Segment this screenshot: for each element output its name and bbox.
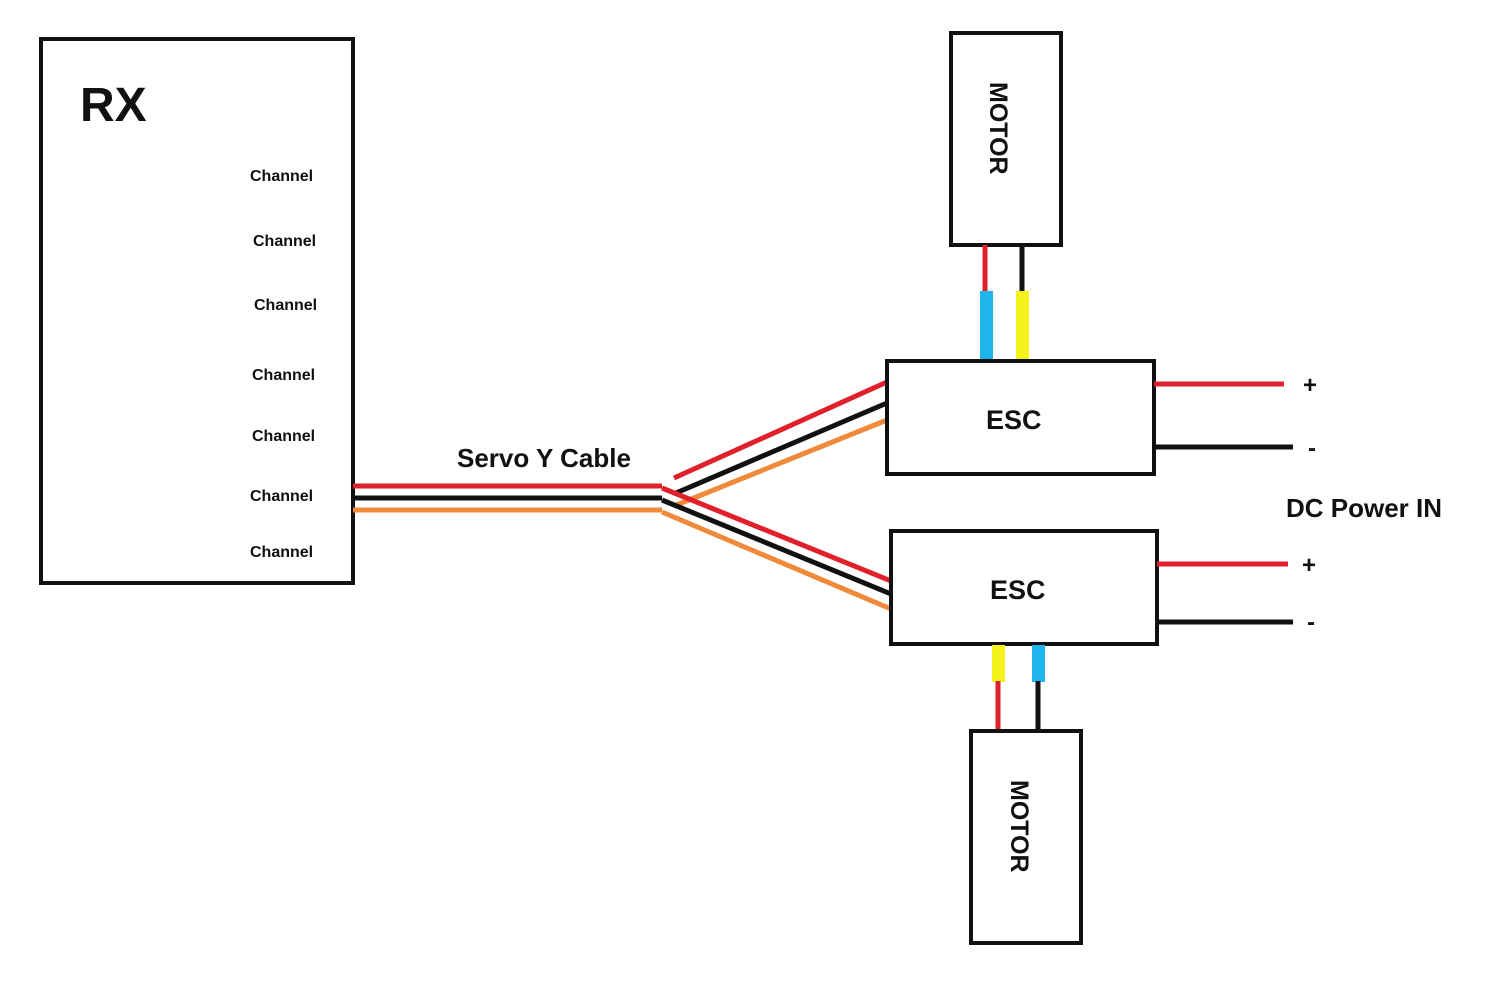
servo-y-cable [353, 379, 892, 612]
motor-top-connector-yellow [1016, 291, 1029, 360]
rx-title: RX [80, 79, 147, 132]
rx-channel-1-label: Channel [250, 168, 313, 185]
rx-channel-2-label: Channel [253, 233, 316, 250]
esc-bottom-minus-sign: - [1307, 609, 1315, 636]
rx-channel-7-label: Channel [250, 544, 313, 561]
motor-bottom-box [969, 729, 1083, 945]
rx-receiver-box [39, 37, 355, 585]
motor-bottom-connector-blue [1032, 645, 1045, 682]
rx-channel-5-label: Channel [252, 428, 315, 445]
esc-top-minus-sign: - [1308, 435, 1316, 462]
esc-bottom-box [889, 529, 1159, 646]
rx-channel-3-label: Channel [254, 297, 317, 314]
y-branch-bottom-black [661, 497, 892, 597]
y-branch-bottom-red [661, 485, 892, 584]
esc-top-box [885, 359, 1156, 476]
motor-top-label: MOTOR [984, 82, 1012, 175]
dc-power-in-label: DC Power IN [1286, 493, 1442, 523]
esc-bottom-label: ESC [990, 575, 1046, 605]
rx-channel-4-label: Channel [252, 367, 315, 384]
motor-bottom-label: MOTOR [1005, 780, 1033, 873]
motor-bottom-connector-yellow [992, 645, 1005, 682]
motor-top-connector-blue [980, 291, 993, 360]
rx-channel-6-label: Channel [250, 488, 313, 505]
esc-top-plus-sign: + [1303, 372, 1317, 399]
esc-top-label: ESC [986, 405, 1042, 435]
y-branch-bottom-orange [661, 509, 892, 612]
y-branch-top-black [675, 400, 888, 496]
esc-bottom-plus-sign: + [1302, 552, 1316, 579]
servo-y-cable-label: Servo Y Cable [457, 443, 631, 473]
y-branch-top-orange [673, 417, 888, 509]
motor-top-box [949, 31, 1063, 247]
y-branch-top-red [672, 379, 889, 481]
